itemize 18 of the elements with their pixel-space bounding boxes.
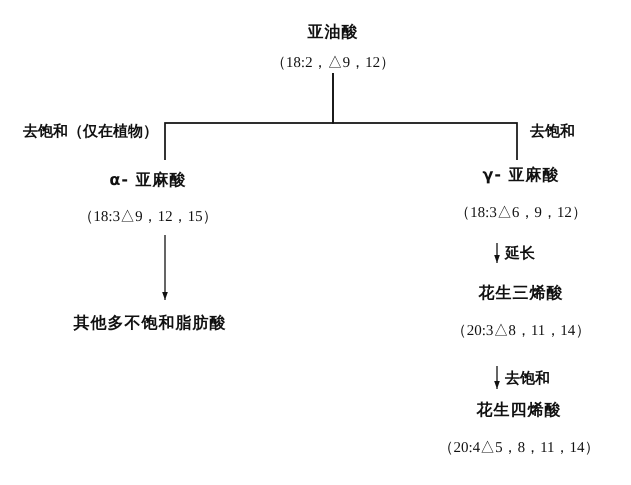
compound-name: 其他多不饱和脂肪酸 [74,313,226,333]
arrow [494,243,500,263]
edge-label: 去饱和 [530,121,575,141]
arrow [162,235,168,300]
edge-label: 去饱和 [505,368,550,388]
compound-name: 花生四烯酸 [476,400,562,420]
compound-name: 花生三烯酸 [478,283,564,303]
formula-text: （20:3△8，11，14） [452,322,590,341]
connector-line [332,73,518,160]
edge-label: 延长 [505,243,535,263]
compound-name: γ- 亚麻酸 [482,165,560,185]
arrow [494,366,500,389]
formula-text: （18:3△6，9，12） [455,204,587,223]
formula-text: （18:2，△9，12） [270,54,396,73]
formula-text: （18:3△9，12，15） [78,208,218,227]
formula-text: （20:4△5，8，11，14） [438,439,600,458]
compound-name: 亚油酸 [308,22,358,42]
compound-name: α- 亚麻酸 [109,170,187,190]
